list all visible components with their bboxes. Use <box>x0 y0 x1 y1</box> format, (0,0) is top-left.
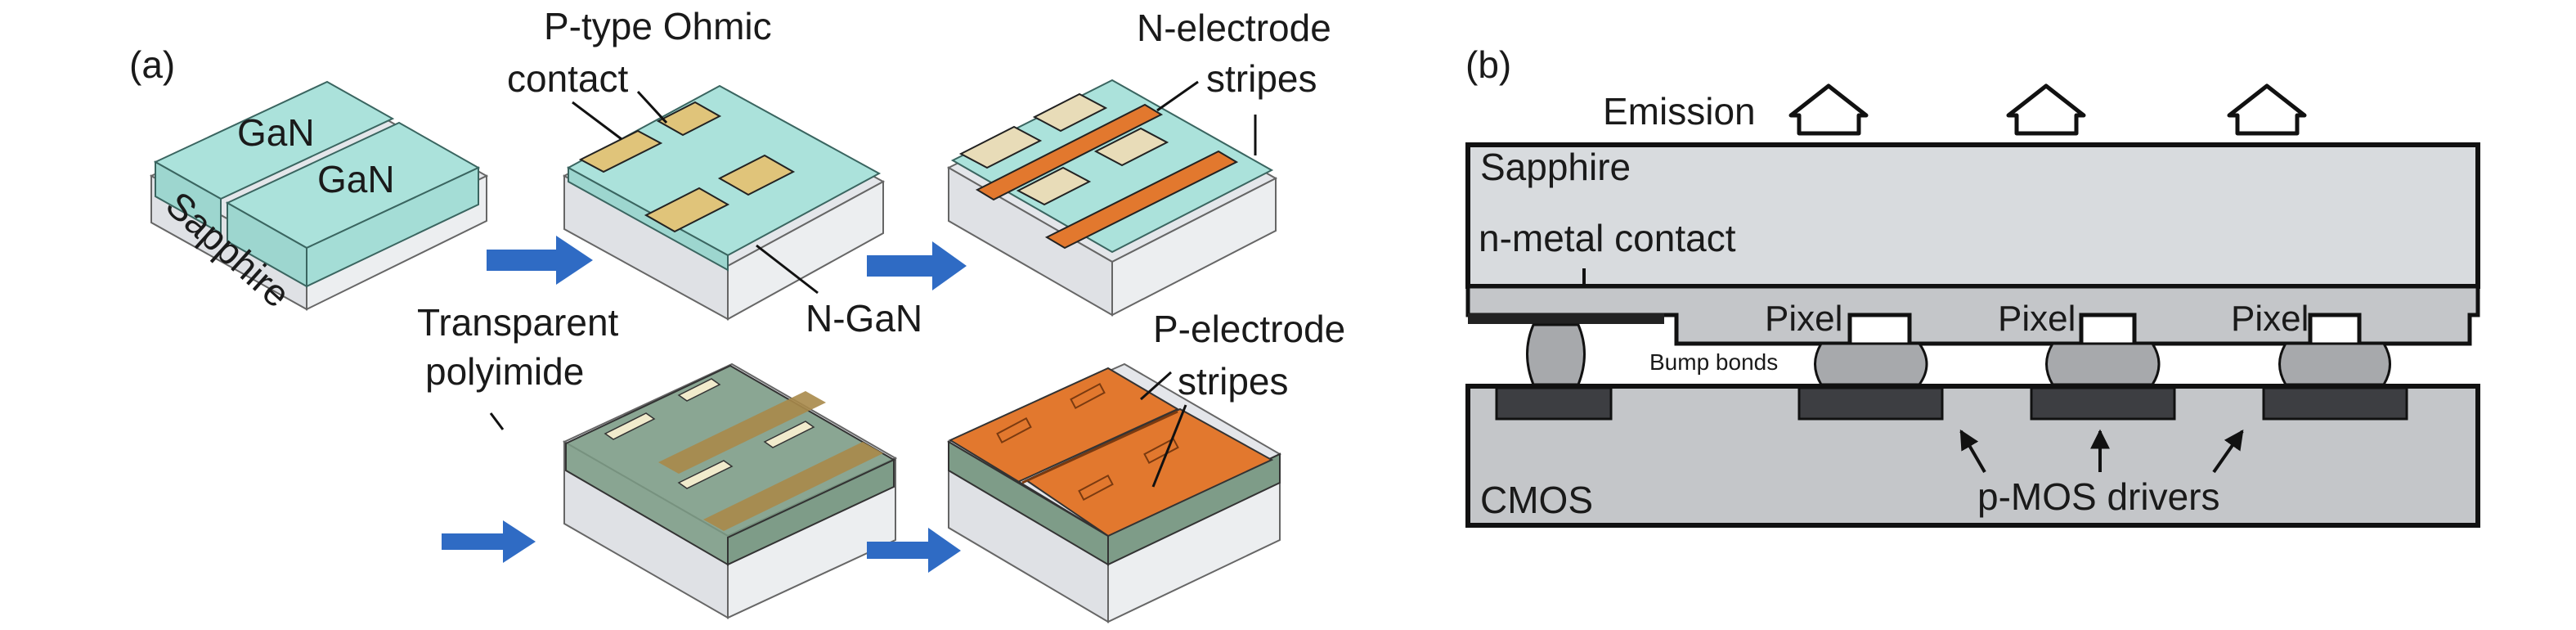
bump-bonds-label: Bump bonds <box>1649 349 1778 375</box>
step4-polyimide <box>562 362 898 619</box>
p-type-label-line1: P-type Ohmic <box>544 5 772 47</box>
driver-pad-2 <box>1797 386 1944 421</box>
pmos-arrow-3 <box>2212 430 2244 474</box>
polyimide-leader <box>489 412 505 430</box>
polyimide-label-line1: Transparent <box>417 301 619 344</box>
polyimide-label-line2: polyimide <box>425 350 584 393</box>
step1-wafer <box>149 80 489 311</box>
driver-pad-1 <box>1495 386 1613 421</box>
p-type-label-line2: contact <box>507 57 629 100</box>
step2-contacts <box>562 84 886 321</box>
gan-mesa-layer <box>1465 284 2480 346</box>
bump-bond-3 <box>2045 342 2161 386</box>
sapphire-b-label: Sapphire <box>1480 146 1631 188</box>
p-electrode-leader-1 <box>1140 371 1172 401</box>
ngan-leader <box>756 244 819 295</box>
p-electrode-label-line2: stripes <box>1178 360 1288 403</box>
sapphire-layer <box>1465 142 2480 289</box>
pmos-drivers-label: p-MOS drivers <box>1977 475 2219 518</box>
process-arrow-2 <box>867 241 967 290</box>
process-arrow-1 <box>487 236 593 285</box>
bump-bond-1 <box>1526 323 1586 386</box>
p-contact-leader-1 <box>572 101 622 141</box>
cmos-label: CMOS <box>1480 479 1593 521</box>
emission-arrow-icon-2 <box>2006 83 2086 136</box>
driver-pad-3 <box>2030 386 2176 421</box>
driver-pad-4 <box>2262 386 2408 421</box>
step5-p-electrodes <box>946 362 1282 623</box>
n-metal-label: n-metal contact <box>1479 217 1736 259</box>
pixel-label-1: Pixel <box>1765 299 1842 339</box>
step3-n-electrodes <box>946 79 1278 317</box>
panel-a-label: (a) <box>129 43 175 86</box>
process-arrow-3 <box>442 520 536 563</box>
bump-bond-2 <box>1814 342 1928 386</box>
p-electrode-label-line1: P-electrode <box>1153 308 1345 350</box>
emission-label: Emission <box>1603 90 1756 133</box>
p-electrode-leader-2 <box>1151 404 1187 488</box>
pixel-label-3: Pixel <box>2231 299 2309 339</box>
gan-bottom-label: GaN <box>317 158 395 200</box>
bump-bond-4 <box>2278 342 2391 386</box>
n-metal-contact <box>1468 313 1664 324</box>
n-electrode-label-line1: N-electrode <box>1137 7 1331 49</box>
pixel-label-2: Pixel <box>1998 299 2076 339</box>
n-electrode-leader-1 <box>1156 80 1199 112</box>
ngan-label: N-GaN <box>806 297 922 340</box>
gan-top-label: GaN <box>237 111 315 154</box>
pmos-arrow-1 <box>1959 429 1986 474</box>
process-arrow-4 <box>867 528 961 573</box>
emission-icons <box>1788 83 2307 136</box>
n-electrode-label-line2: stripes <box>1206 57 1317 100</box>
panel-b-label: (b) <box>1465 43 1511 86</box>
emission-arrow-icon-3 <box>2227 83 2307 136</box>
p-contact-leader-2 <box>636 90 668 124</box>
emission-arrow-icon-1 <box>1788 83 1869 136</box>
